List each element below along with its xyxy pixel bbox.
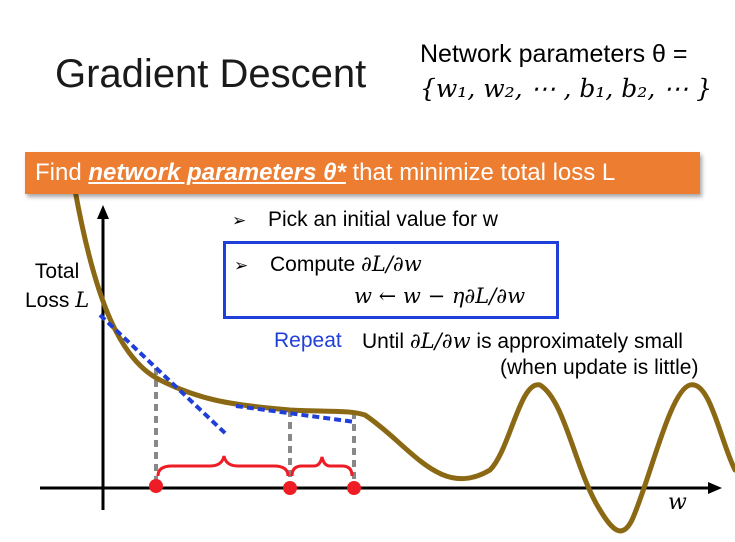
x-axis-label: w (668, 490, 687, 515)
y-axis-label-text: Loss (25, 289, 76, 312)
iteration-point-2 (283, 481, 297, 495)
x-axis-arrowhead (708, 482, 722, 494)
y-axis-label-line-2: Loss L (25, 286, 89, 315)
banner-emphasis: network parameters θ* (88, 159, 346, 186)
iteration-point-1 (149, 479, 163, 493)
y-axis-label: Total Loss L (25, 258, 89, 315)
until-prefix: Until (362, 330, 410, 353)
arrowhead-bullet-icon: ➢ (232, 211, 247, 230)
step-pick-initial: ➢ Pick an initial value for w (232, 208, 498, 232)
until-suffix: is approximately small (470, 330, 683, 353)
step-pick-text: Pick an initial value for w (268, 208, 498, 231)
update-rule: w ← w − η∂L/∂w (354, 284, 526, 308)
banner-prefix: Find (35, 159, 89, 186)
slide-title: Gradient Descent (55, 52, 367, 96)
compute-update-box: ➢ Compute ∂L/∂w w ← w − η∂L/∂w (223, 241, 559, 319)
repeat-label: Repeat (274, 329, 342, 352)
y-axis-label-math: L (75, 288, 90, 312)
step-compute: ➢ Compute ∂L/∂w (234, 252, 422, 277)
banner-suffix: that minimize total loss L (345, 159, 616, 186)
y-axis-label-line-1: Total (34, 260, 80, 283)
step-brace-2 (290, 456, 354, 477)
parameters-line-2: {w₁, w₂, ⋯ , b₁, b₂, ⋯ } (420, 74, 713, 103)
step-brace-1 (156, 455, 290, 477)
stop-note: (when update is little) (500, 356, 699, 379)
step-compute-math: ∂L/∂w (361, 252, 422, 276)
until-math: ∂L/∂w (409, 329, 471, 353)
parameters-line-1: Network parameters θ = (420, 40, 688, 68)
tangent-line-2 (235, 404, 356, 424)
objective-banner: Find network parameters θ* that minimize… (25, 152, 700, 194)
until-condition: Until ∂L/∂w is approximately small (362, 329, 683, 354)
y-axis-arrowhead (97, 205, 109, 219)
loss-curve (72, 187, 735, 534)
step-compute-label: Compute (270, 253, 362, 276)
arrowhead-bullet-icon: ➢ (234, 256, 249, 275)
tangent-line-1 (98, 313, 228, 436)
iteration-point-3 (347, 481, 361, 495)
